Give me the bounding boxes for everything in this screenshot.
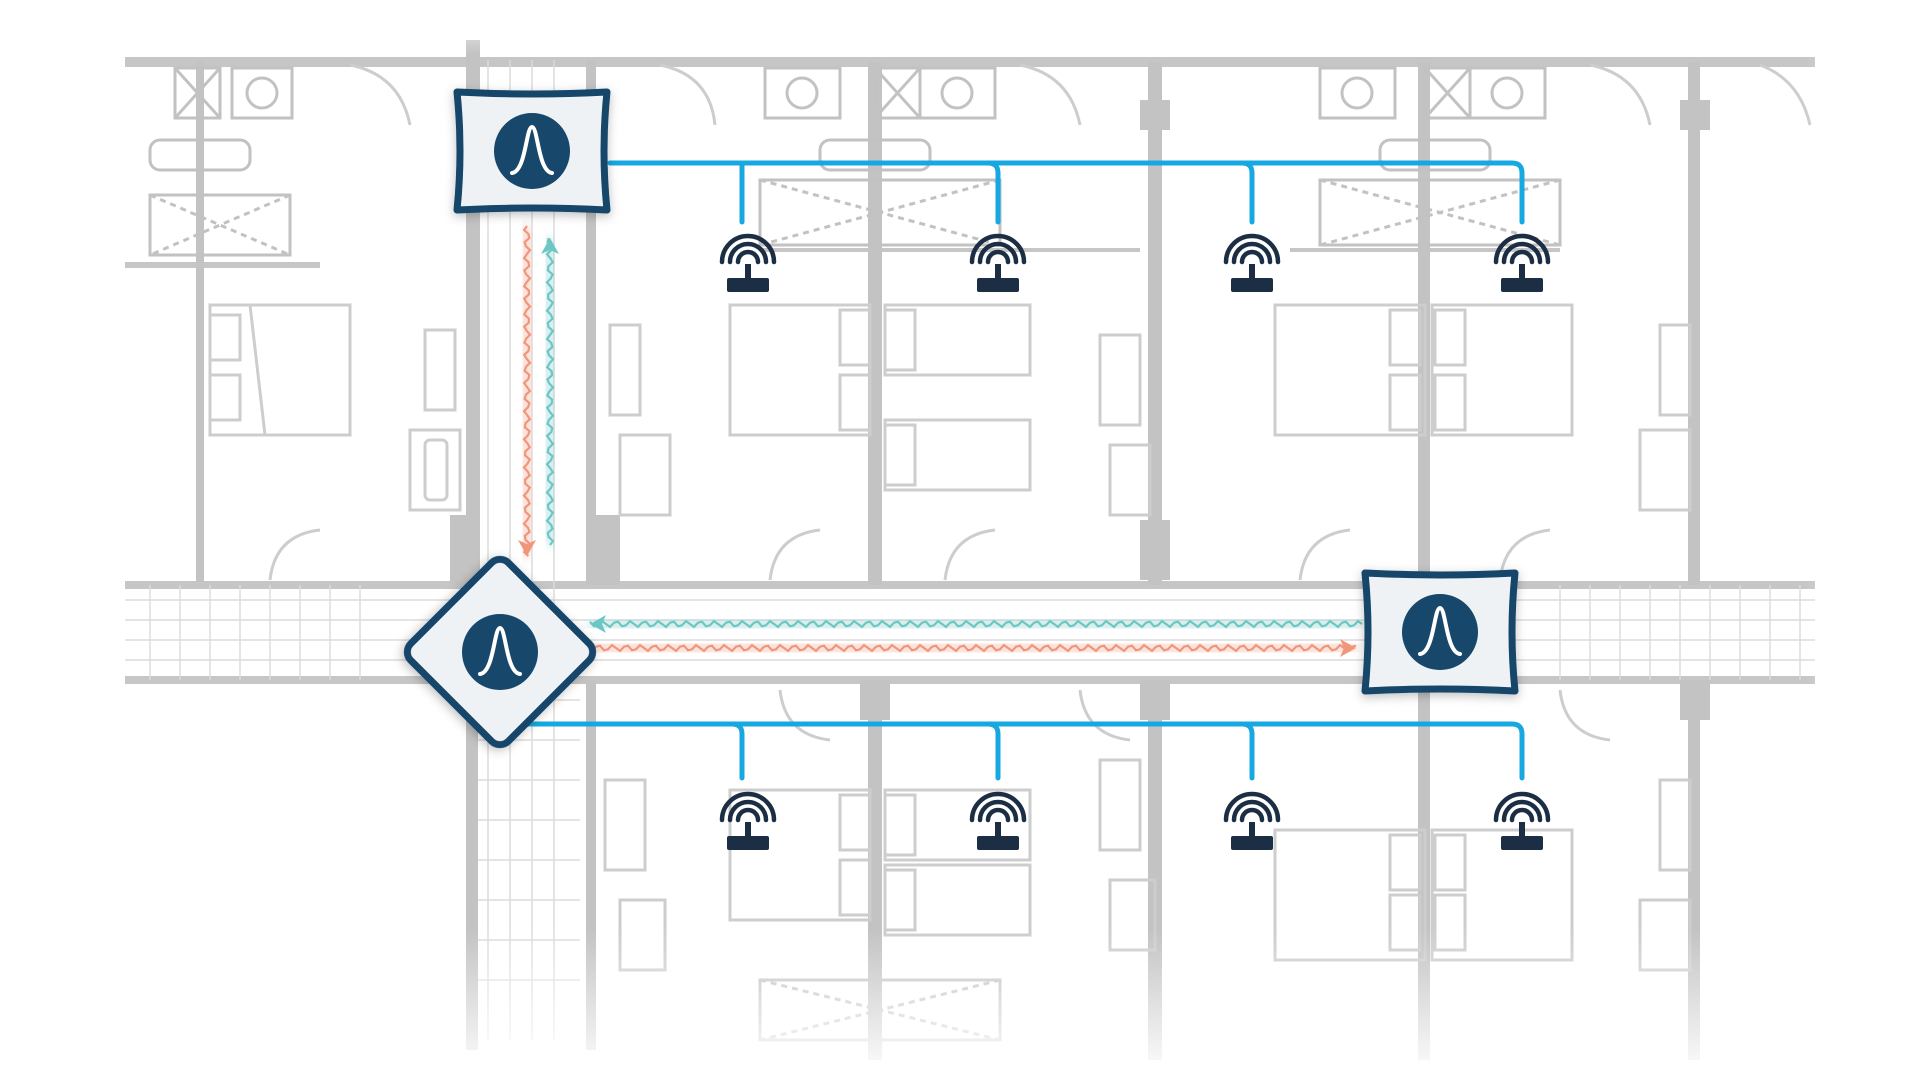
ap-bottom-2	[969, 791, 1027, 850]
hub-right	[1361, 569, 1519, 695]
arrow-icon	[590, 615, 606, 633]
ap-bottom-3	[1223, 791, 1281, 850]
wifi-access-point-icon	[719, 791, 777, 850]
wifi-access-point-icon	[1223, 791, 1281, 850]
ap-bottom-1	[719, 791, 777, 850]
wifi-access-point-icon	[969, 233, 1027, 292]
wifi-access-point-icon	[1493, 791, 1551, 850]
signal-wave-uplink	[545, 237, 555, 546]
wifi-access-point-icon	[719, 233, 777, 292]
wifi-access-point-icon	[1223, 233, 1281, 292]
cable-bottom-trunk	[517, 721, 1525, 781]
cable-top-drop-3	[1239, 160, 1255, 225]
wireless-link-hub-center-to-hub-right	[585, 614, 1365, 658]
wifi-access-point-icon	[1493, 233, 1551, 292]
ap-top-2	[969, 233, 1027, 292]
antenna-peak-icon	[1402, 594, 1478, 670]
signal-wave-downlink	[587, 643, 1357, 653]
right-margin	[1815, 0, 1920, 1080]
arrow-icon	[518, 540, 536, 556]
wired-cables	[517, 160, 1525, 781]
cable-top-drop-2	[985, 160, 1001, 225]
cable-top-trunk	[607, 160, 1525, 225]
antenna-peak-icon	[494, 113, 570, 189]
wireless-links	[517, 223, 1365, 658]
cable-bottom-drop-3	[1239, 721, 1255, 781]
hub-top-left	[453, 88, 611, 214]
signal-wave-downlink	[522, 225, 532, 557]
arrow-icon	[541, 238, 559, 254]
antenna-peak-icon	[462, 614, 538, 690]
ap-top-3	[1223, 233, 1281, 292]
ap-top-1	[719, 233, 777, 292]
wireless-link-hub-top-left-to-hub-center	[517, 223, 560, 560]
hub-center	[403, 555, 597, 749]
left-margin	[0, 0, 125, 1080]
ap-bottom-4	[1493, 791, 1551, 850]
access-points	[719, 233, 1551, 850]
hubs	[403, 88, 1519, 749]
cable-bottom-drop-2	[985, 721, 1001, 781]
cable-bottom-drop-1	[729, 721, 745, 781]
wifi-access-point-icon	[969, 791, 1027, 850]
signal-wave-uplink	[589, 619, 1363, 629]
arrow-icon	[1340, 639, 1356, 657]
ap-top-4	[1493, 233, 1551, 292]
